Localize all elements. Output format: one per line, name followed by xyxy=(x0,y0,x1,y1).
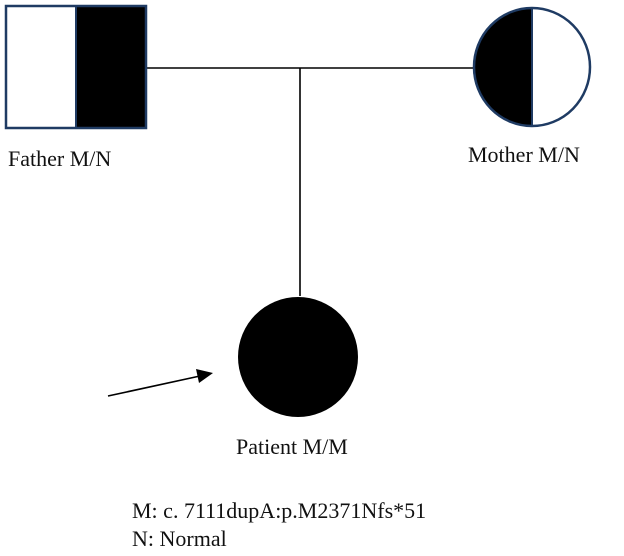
legend-normal: N: Normal xyxy=(132,526,227,551)
father-symbol xyxy=(4,4,148,130)
mother-unaffected-half xyxy=(532,8,591,126)
father-label: Father M/N xyxy=(8,146,112,171)
legend-mutation: M: c. 7111dupA:p.M2371Nfs*51 xyxy=(132,498,427,523)
patient-symbol xyxy=(238,297,358,417)
mother-label: Mother M/N xyxy=(468,142,580,167)
father-unaffected-half xyxy=(6,6,76,128)
mother-symbol xyxy=(472,6,592,128)
proband-arrow xyxy=(107,369,213,397)
mother-affected-half xyxy=(473,8,532,126)
patient-label: Patient M/M xyxy=(236,434,348,459)
father-affected-half xyxy=(76,6,146,128)
